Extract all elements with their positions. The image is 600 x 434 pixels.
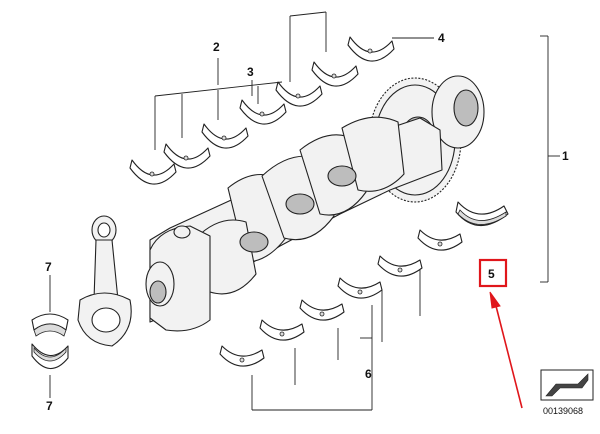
front-snout — [145, 225, 211, 332]
callout-2: 2 — [213, 40, 220, 54]
bearing-shell — [299, 299, 345, 321]
bearing-shell — [31, 343, 69, 370]
thrust-bearing-shell — [455, 201, 509, 227]
upper-main-bearing-shells — [129, 36, 395, 185]
crank-pin — [327, 165, 357, 187]
highlight-arrow-shaft — [495, 305, 523, 409]
bearing-shell — [311, 61, 359, 87]
highlight-box — [478, 258, 508, 288]
callout-6: 6 — [365, 367, 372, 381]
bearing-shell — [347, 36, 395, 62]
bearing-shell — [417, 229, 463, 251]
callout-3: 3 — [247, 65, 254, 79]
crank-pin — [285, 193, 315, 215]
callout-labels: 2 3 4 1 6 7 7 — [45, 31, 569, 413]
conrod-bearing-shells — [31, 313, 69, 370]
leader-lines-2 — [154, 11, 327, 150]
callout-7-bottom: 7 — [46, 399, 53, 413]
bearing-shell — [377, 255, 423, 277]
part-number-stamp: 00139068 — [540, 369, 594, 416]
leader-lines-6 — [251, 270, 421, 411]
highlight-callout-5: 5 — [478, 258, 523, 409]
bearing-shell — [219, 345, 265, 367]
callout-7-top: 7 — [45, 260, 52, 274]
bearing-shell — [31, 313, 69, 337]
crank-pin — [239, 231, 269, 253]
bearing-shell — [259, 319, 305, 341]
bearing-shell — [129, 159, 177, 185]
crankshaft — [145, 75, 485, 332]
bearing-shell — [163, 143, 211, 169]
callout-4: 4 — [438, 31, 445, 45]
arrow-logo-icon — [545, 373, 589, 397]
bracket-1 — [540, 35, 560, 283]
callout-5: 5 — [488, 267, 495, 281]
counterweight — [341, 116, 405, 192]
bearing-shell — [337, 277, 383, 299]
highlight-arrow-head — [489, 291, 501, 309]
lower-main-bearing-shells — [219, 201, 509, 367]
bearing-shell — [239, 99, 287, 125]
bearing-shell — [201, 123, 249, 149]
callout-1: 1 — [562, 149, 569, 163]
part-number: 00139068 — [543, 406, 583, 416]
connecting-rod — [77, 215, 132, 347]
bearing-shell — [275, 81, 323, 107]
rear-flange — [431, 75, 485, 149]
